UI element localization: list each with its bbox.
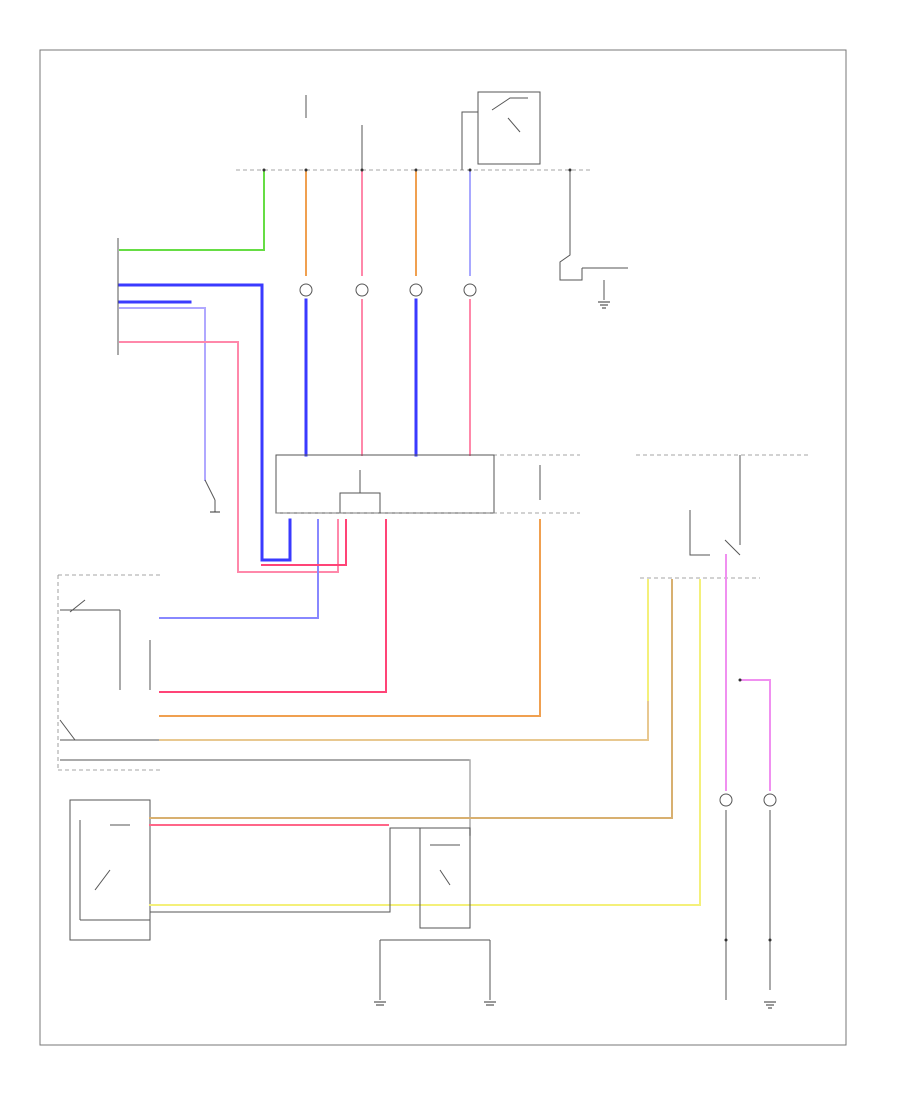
- green-wire: [119, 169, 265, 251]
- black-wire-lower: [150, 827, 440, 913]
- fog-lamp-switch: [69, 799, 151, 941]
- junction-block: [275, 454, 580, 514]
- red-wire-loop: [261, 519, 347, 566]
- junction-dots: [262, 168, 772, 942]
- yellow-wire-lower: [149, 579, 701, 906]
- red-wire-junction: [159, 519, 387, 693]
- magenta-wire-2: [739, 679, 771, 791]
- bcm-switch: [204, 479, 220, 513]
- left-fog-lamp: [719, 793, 733, 807]
- lightblue-wire: [159, 519, 319, 619]
- right-fog-section: [636, 454, 808, 579]
- right-fog-lamp: [763, 793, 777, 807]
- orange-wire-long: [159, 519, 541, 717]
- pink-wire-bcm: [119, 341, 339, 573]
- top-power-section: [236, 91, 628, 309]
- ground-symbol-center: [374, 1001, 386, 1006]
- diagram-frame: [39, 49, 847, 1046]
- lamp-4: [463, 283, 477, 297]
- tan-wire-lower: [149, 579, 673, 819]
- relay-box: [477, 91, 541, 165]
- ground-symbol-center-right: [484, 1001, 496, 1006]
- blue-wire-1: [118, 283, 292, 562]
- headlamp-switch: [57, 574, 470, 771]
- fog-relay: [379, 827, 491, 1000]
- ground-symbol-bottom-right: [764, 1001, 776, 1009]
- ground-symbol-top-right: [598, 301, 610, 309]
- lamp-feed-wires: [299, 169, 477, 457]
- lavender-wire-1: [119, 307, 206, 481]
- lamp-1: [299, 283, 313, 297]
- lamp-2: [355, 283, 369, 297]
- lamp-3: [409, 283, 423, 297]
